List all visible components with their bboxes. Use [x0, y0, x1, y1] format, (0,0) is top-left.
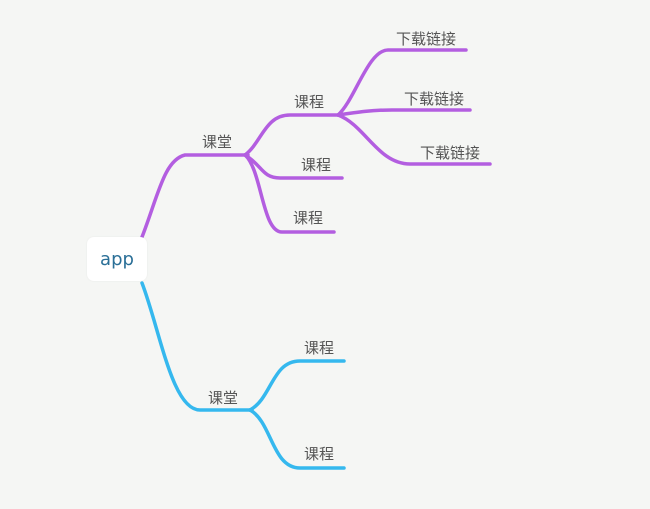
- branch-line-lower-to-course-1: [248, 359, 346, 412]
- lower-course-1-label[interactable]: 课程: [304, 339, 335, 357]
- branch-line-lower-to-course-2: [248, 408, 346, 470]
- branch-line-upper-to-course-1: [243, 113, 342, 157]
- upper-topic-label[interactable]: 课堂: [202, 133, 233, 151]
- lower-topic-label[interactable]: 课堂: [208, 389, 239, 407]
- branch-line-root-to-upper-topic: [140, 153, 250, 239]
- branch-line-upper-to-course-3: [243, 153, 336, 234]
- download-link-3-label[interactable]: 下载链接: [420, 144, 481, 162]
- upper-course-1-label[interactable]: 课程: [294, 93, 325, 111]
- download-link-2-label[interactable]: 下载链接: [404, 90, 465, 108]
- branch-line-course-1-to-link-2: [336, 108, 472, 117]
- lower-branch-lines: [140, 281, 346, 470]
- download-link-1-label[interactable]: 下载链接: [396, 30, 457, 48]
- upper-branch-lines: [140, 48, 492, 239]
- upper-course-2-label[interactable]: 课程: [301, 156, 332, 174]
- root-node[interactable]: app: [87, 237, 147, 281]
- root-node-label: app: [100, 248, 134, 270]
- upper-course-3-label[interactable]: 课程: [293, 209, 324, 227]
- lower-course-2-label[interactable]: 课程: [304, 445, 335, 463]
- branch-line-course-1-to-link-3: [336, 113, 492, 166]
- branch-line-course-1-to-link-1: [336, 48, 468, 117]
- branch-line-root-to-lower-topic: [140, 281, 254, 412]
